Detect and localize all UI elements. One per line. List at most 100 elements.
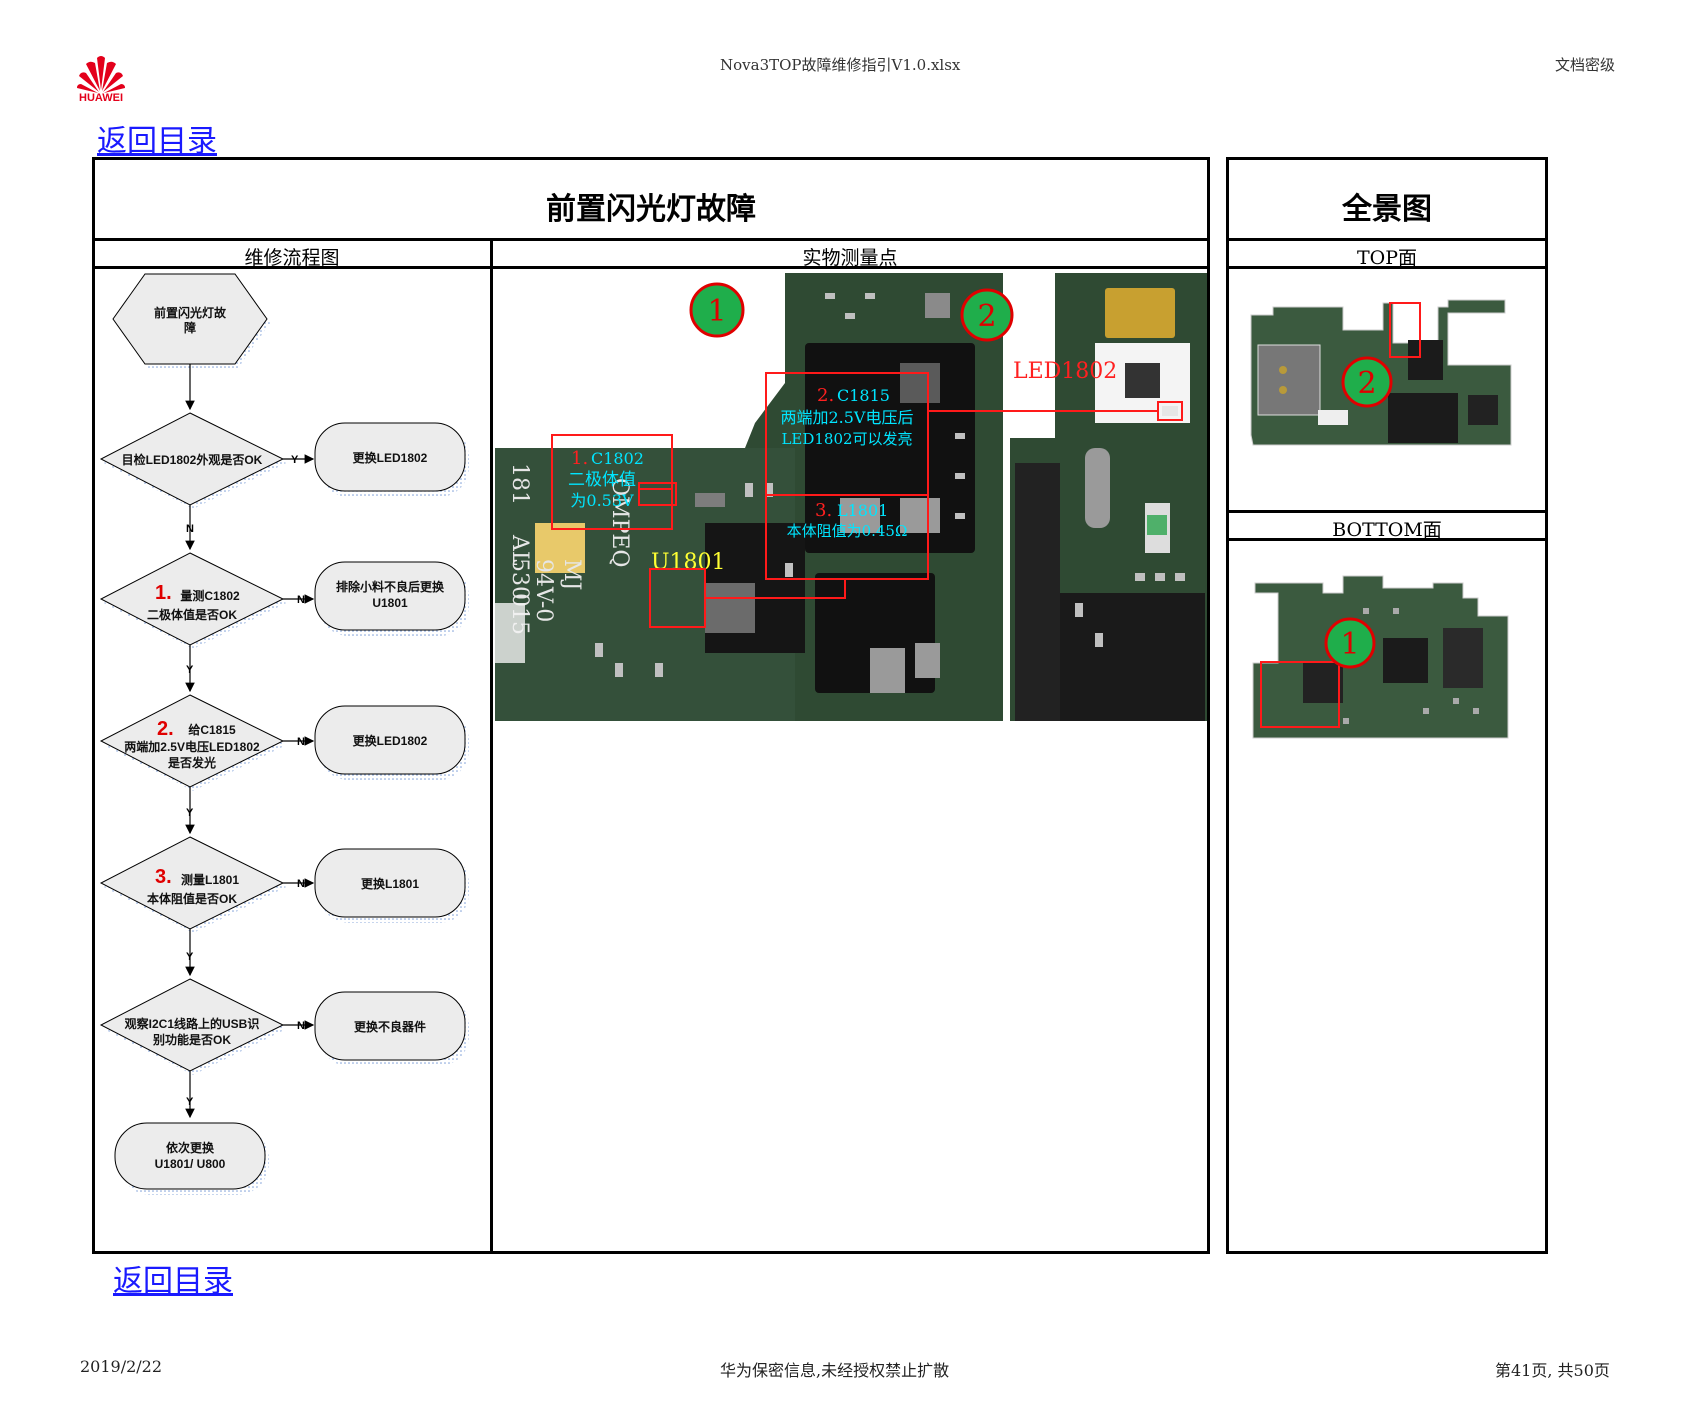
c1802-label: C1802 — [591, 449, 644, 468]
decision-5-label-2: 别功能是否OK — [152, 1032, 231, 1047]
bottom-marker-label: 1 — [1340, 627, 1359, 662]
decision-4-label-2: 本体阻值是否OK — [147, 891, 237, 906]
c1815-line3: LED1802可以发亮 — [781, 430, 912, 448]
marker-1 — [689, 282, 745, 338]
edge-label-yes: Y — [186, 1096, 194, 1108]
decision-4-label-1: 测量L1801 — [181, 872, 239, 887]
action-3-node[interactable] — [314, 705, 466, 775]
panorama-frame — [1226, 157, 1548, 1254]
silk-530: 530 — [507, 558, 532, 600]
silk-94v0: 94V-0 — [531, 559, 556, 622]
action-1-node[interactable] — [314, 422, 466, 492]
decision-2-label-1: 量测C1802 — [180, 588, 240, 603]
step-3-number: 3. — [155, 866, 172, 888]
c1815-line2: 两端加2.5V电压后 — [780, 408, 913, 427]
action-2-label-1: 排除小料不良后更换 — [336, 579, 445, 594]
edge-label-no: N — [297, 1020, 305, 1032]
end-label-2: U1801/ U800 — [155, 1157, 226, 1171]
huawei-logo: HUAWEI — [76, 50, 126, 106]
huawei-logo-icon — [77, 56, 125, 93]
l1801-callout-box — [765, 494, 929, 580]
action-4-label: 更换L1801 — [361, 876, 419, 891]
action-5-node[interactable] — [314, 991, 466, 1061]
flowchart-header: 维修流程图 — [244, 247, 340, 269]
repair-flowchart: 前置闪光灯故 障 目检LED1802外观是否OK Y 更换LED1802 N 1… — [99, 273, 469, 1195]
c1802-line2: 二极体值 — [568, 470, 636, 490]
bottom-highlight-box — [1260, 661, 1340, 728]
divider — [1226, 510, 1548, 513]
edge-label-yes: Y — [186, 664, 194, 676]
bottom-marker — [1324, 617, 1376, 669]
measure-header: 实物测量点 — [802, 247, 898, 269]
sim-tray — [1257, 344, 1321, 416]
start-label-1: 前置闪光灯故 — [154, 305, 227, 320]
marker-2 — [960, 288, 1014, 342]
marker-1-label: 1 — [707, 294, 726, 329]
pcb-measurement-photo: 181 AL 530 015 MJ 94V-0 OMPEQ 1 2 — [495, 273, 1207, 721]
start-label-2: 障 — [184, 320, 196, 335]
decision-2-label-2: 二极体值是否OK — [147, 607, 237, 622]
back-to-contents-link-top[interactable]: 返回目录 — [97, 124, 217, 159]
edge-label-yes: Y — [186, 807, 194, 819]
end-label-1: 依次更换 — [166, 1140, 215, 1155]
main-title: 前置闪光灯故障 — [546, 192, 756, 227]
divider — [1226, 266, 1548, 269]
divider — [1226, 238, 1548, 241]
flow-end-node[interactable] — [114, 1122, 266, 1190]
action-2-node[interactable] — [314, 561, 466, 631]
decision-5-label-1: 观察I2C1线路上的USB识 — [125, 1016, 260, 1031]
decision-3-label-2: 两端加2.5V电压LED1802 — [124, 739, 260, 754]
footer-confidential: 华为保密信息,未经授权禁止扩散 — [720, 1361, 950, 1380]
silk-al: AL — [507, 534, 532, 566]
action-1-label: 更换LED1802 — [353, 450, 428, 465]
pcb-closeup-right — [1010, 273, 1207, 721]
edge-label-no: N — [186, 523, 194, 535]
c1802-part-box — [638, 482, 677, 506]
silk-181: 181 — [507, 463, 532, 505]
main-frame — [92, 157, 1210, 1254]
flow-start-node[interactable] — [112, 273, 268, 365]
decision-1-label: 目检LED1802外观是否OK — [122, 452, 263, 467]
bottom-side-header: BOTTOM面 — [1332, 519, 1442, 541]
top-highlight-box — [1389, 302, 1421, 358]
top-marker-label: 2 — [1357, 366, 1376, 401]
l1801-number: 3. — [815, 500, 832, 521]
decision-3-label-1: 给C1815 — [188, 722, 236, 737]
top-side-header: TOP面 — [1356, 247, 1418, 269]
bottom-board-overview: 1 — [1252, 575, 1509, 739]
action-4-node[interactable] — [314, 848, 466, 918]
step-2-number: 2. — [157, 718, 174, 740]
edge-label-yes: Y — [186, 951, 194, 963]
l1801-line2: 本体阻值为0.45Ω — [787, 522, 908, 540]
edge-label-no: N — [297, 878, 305, 890]
footer-date: 2019/2/22 — [80, 1357, 163, 1376]
panorama-title: 全景图 — [1342, 192, 1432, 227]
soc-chip — [1388, 393, 1458, 443]
footer-page-number: 第41页, 共50页 — [1495, 1361, 1610, 1380]
l1801-label: L1801 — [837, 501, 888, 520]
c1815-label: C1815 — [837, 386, 890, 405]
c1802-number: 1. — [571, 448, 588, 469]
step-1-number: 1. — [155, 582, 172, 604]
pcb-closeup-left: 181 AL 530 015 MJ 94V-0 OMPEQ — [495, 273, 1003, 721]
marker-2-label: 2 — [977, 299, 996, 334]
file-name: Nova3TOP故障维修指引V1.0.xlsx — [720, 56, 961, 74]
edge-label-yes: Y — [291, 454, 299, 466]
silk-mj: MJ — [559, 559, 584, 590]
divider — [1226, 538, 1548, 541]
divider — [92, 266, 1210, 269]
edge-label-no: N — [297, 594, 305, 606]
divider — [92, 238, 1210, 241]
top-board-overview: 2 — [1250, 299, 1512, 446]
action-5-label: 更换不良器件 — [354, 1019, 426, 1034]
edge-label-no: N — [297, 736, 305, 748]
u1801-label: U1801 — [651, 550, 726, 575]
c1815-number: 2. — [817, 385, 834, 406]
decision-3-label-3: 是否发光 — [167, 755, 216, 770]
back-to-contents-link-bottom[interactable]: 返回目录 — [113, 1264, 233, 1299]
action-3-label: 更换LED1802 — [353, 733, 428, 748]
annotations: 1 2 1. C1802 二极体值 为0.53V U1801 2. C1815 … — [551, 282, 1183, 628]
silk-ompeq: OMPEQ — [607, 478, 632, 567]
led1802-label: LED1802 — [1013, 359, 1117, 384]
c1802-line3: 为0.53V — [570, 491, 634, 510]
